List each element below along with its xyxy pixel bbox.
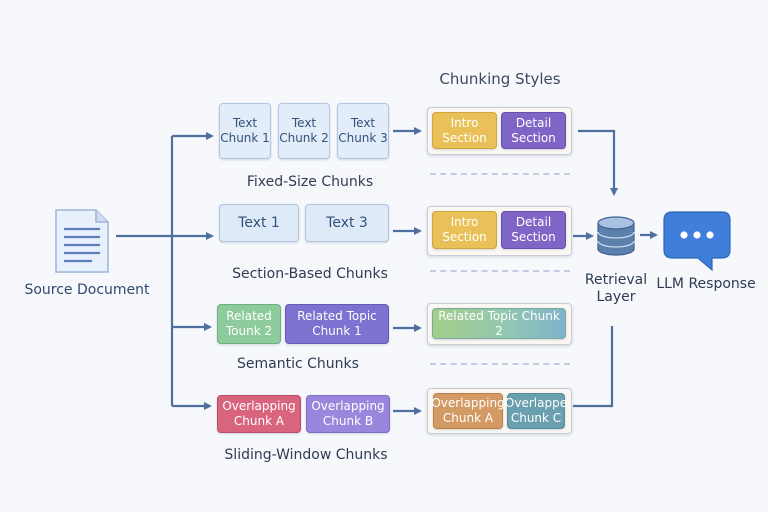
section-based-label: Section-Based Chunks [232, 266, 388, 282]
semantic-style-merged: Related Topic Chunk 2 [432, 308, 566, 339]
sliding-chunk-b: Overlapping Chunk B [306, 395, 390, 433]
divider-3 [430, 363, 570, 365]
sliding-window-label: Sliding-Window Chunks [224, 447, 388, 463]
semantic-label: Semantic Chunks [237, 356, 359, 372]
source-document-label: Source Document [24, 282, 150, 298]
document-icon [55, 209, 109, 273]
fixed-style-to-retrieval-connector [578, 129, 618, 196]
fixed-chunk-1: Text Chunk 1 [219, 103, 271, 159]
section-chunk-3: Text 3 [305, 204, 389, 242]
fixed-style-intro: Intro Section [432, 112, 497, 149]
sliding-style-c: Overlappe Chunk C [505, 393, 567, 429]
section-chunk-1: Text 1 [219, 204, 299, 242]
section-style-intro: Intro Section [432, 211, 497, 249]
diagram-title: Chunking Styles [439, 70, 561, 88]
divider-2 [430, 270, 570, 272]
fixed-size-label: Fixed-Size Chunks [246, 174, 374, 190]
fixed-style-detail: Detail Section [501, 112, 566, 149]
semantic-chunk-1: Related Topic Chunk 1 [285, 304, 389, 344]
divider-1 [430, 173, 570, 175]
llm-response-label: LLM Response [656, 276, 756, 292]
retrieval-layer-label: Retrieval Layer [584, 272, 648, 305]
sliding-style-to-retrieval-connector [573, 326, 614, 408]
sliding-chunk-a: Overlapping Chunk A [217, 395, 301, 433]
sliding-style-a: Overlapping Chunk A [431, 393, 505, 429]
fixed-chunk-3: Text Chunk 3 [337, 103, 389, 159]
fixed-chunk-2: Text Chunk 2 [278, 103, 330, 159]
chat-bubble-icon [663, 211, 731, 272]
database-icon [597, 216, 635, 256]
semantic-chunk-2: Related Tounk 2 [217, 304, 281, 344]
section-style-detail: Detail Section [501, 211, 566, 249]
